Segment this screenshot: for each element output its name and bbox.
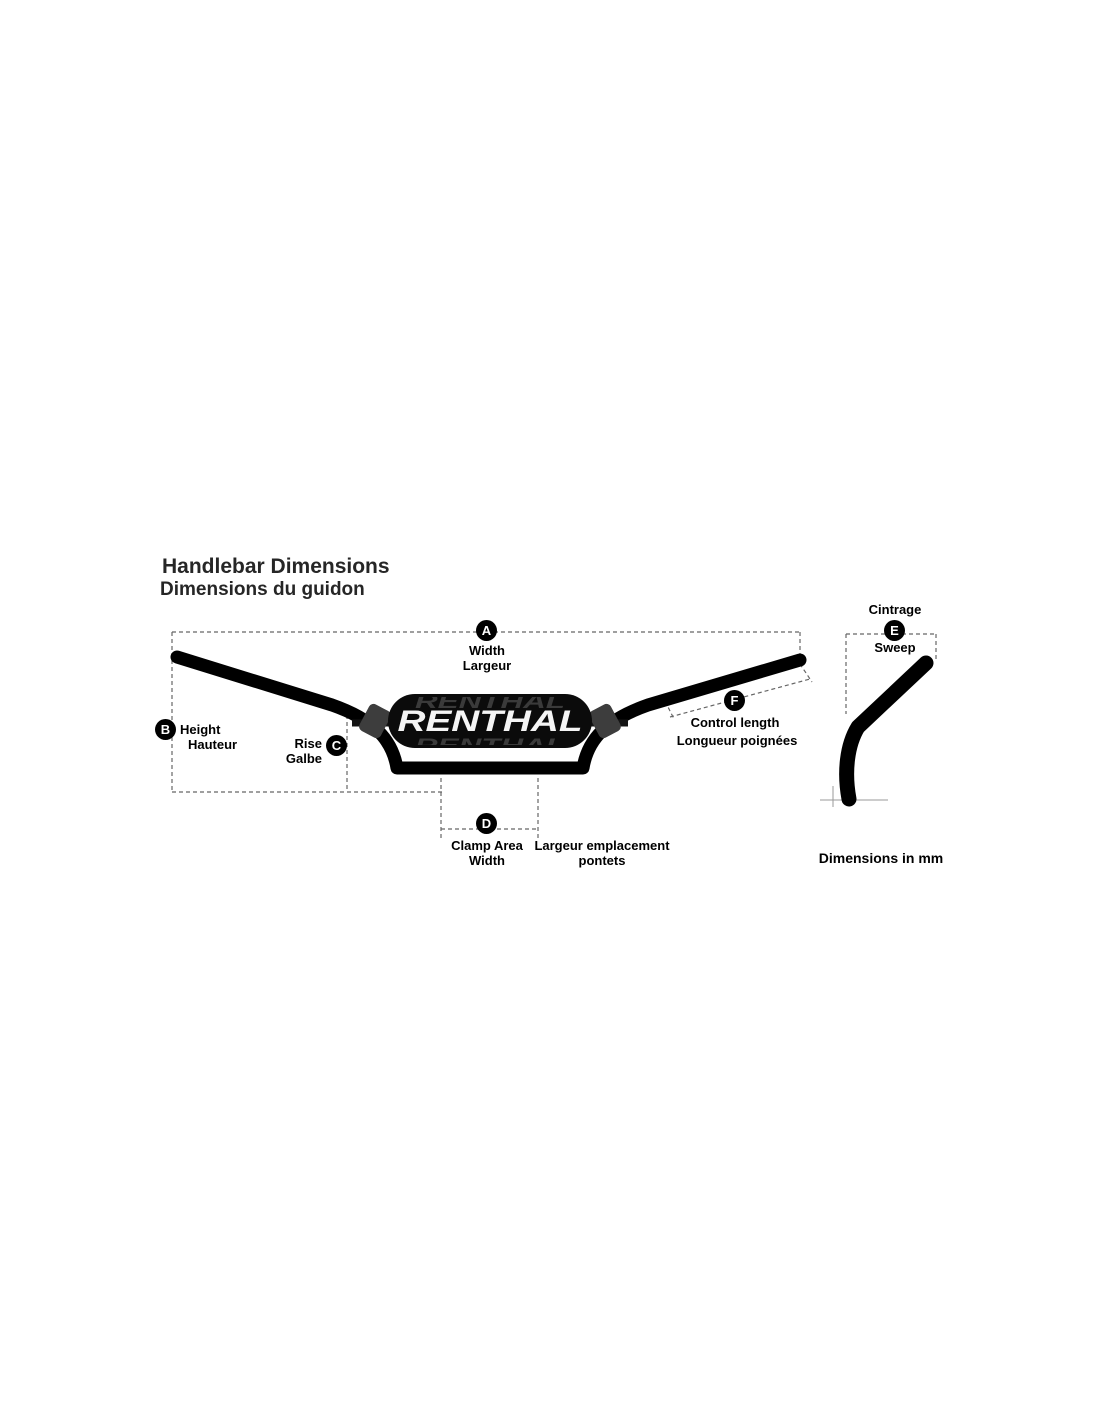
badge-height: B [155, 719, 176, 740]
badge-width: A [476, 620, 497, 641]
badge-sweep: E [884, 620, 905, 641]
clamp-label-en-line2: Width [469, 853, 505, 868]
control-label-fr: Longueur poignées [676, 733, 798, 748]
control-tick-right [795, 657, 813, 683]
control-tick-left [661, 694, 675, 720]
handlebar-side-view [839, 655, 934, 807]
width-label-fr: Largeur [462, 658, 512, 673]
units-note: Dimensions in mm [818, 850, 944, 866]
rise-label-fr: Galbe [285, 751, 322, 766]
pad-logo-bottom: RENTHAL [415, 736, 565, 757]
clamp-label-fr-line2: pontets [578, 853, 626, 868]
height-label-fr: Hauteur [188, 737, 238, 752]
crossbar-clamp-right [589, 703, 621, 739]
sweep-label-fr: Cintrage [868, 602, 922, 617]
width-label-en: Width [469, 643, 505, 658]
page-title: Handlebar Dimensions [162, 555, 390, 578]
badge-rise: C [326, 735, 347, 756]
pad-logo-main: RENTHAL [398, 705, 583, 738]
handlebar-front-view [170, 650, 807, 775]
height-label-en: Height [180, 722, 221, 737]
page-subtitle: Dimensions du guidon [160, 579, 365, 600]
badge-control-length: F [724, 690, 745, 711]
control-label-en: Control length [690, 715, 780, 730]
clamp-label-en-line1: Clamp Area [451, 838, 523, 853]
sweep-label-en: Sweep [874, 640, 916, 655]
crossbar-clamp-left [359, 703, 391, 739]
pad-logo-top: RENTHAL [415, 692, 565, 713]
clamp-label-fr-line1: Largeur emplacement [534, 838, 670, 853]
badge-clamp-area: D [476, 813, 497, 834]
rise-label-en: Rise [294, 736, 322, 751]
bar-pad [388, 694, 592, 748]
